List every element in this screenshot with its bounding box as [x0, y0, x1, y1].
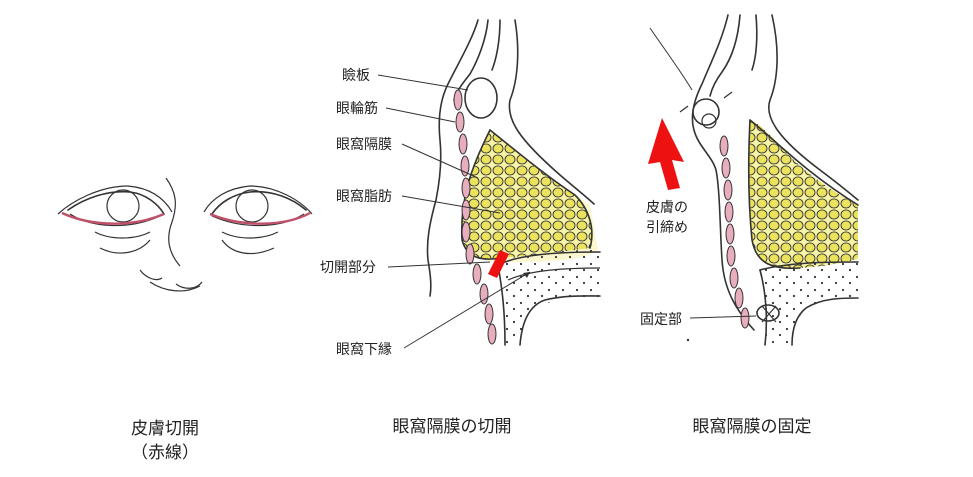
nostril-left: [139, 269, 163, 281]
left-caption-line1: 皮膚切開: [131, 419, 199, 439]
panel-middle-section: 瞼板 眼輪筋 眼窩隔膜 眼窩脂肪 切開部分 眼窩下縁 眼窩隔膜の切開: [320, 19, 601, 437]
nostril-right: [175, 281, 203, 289]
suture-upper: [692, 98, 720, 126]
tarsus-shape: [464, 77, 498, 119]
label-tarsus: 瞼板: [342, 68, 370, 84]
middle-caption: 眼窩隔膜の切開: [393, 417, 512, 437]
eye-right: [203, 185, 313, 255]
orbicularis-muscle: [453, 89, 497, 345]
label-septum: 眼窩隔膜: [336, 136, 392, 153]
fixation-knot: [756, 304, 780, 322]
eye-left: [57, 185, 173, 254]
orbicularis-muscle-right: [719, 135, 750, 329]
label-orbital-rim: 眼窩下縁: [336, 341, 392, 358]
label-skin-pull-line1: 皮膚の: [646, 200, 688, 216]
orbital-fat-right: [748, 120, 858, 269]
label-fat: 眼窩脂肪: [336, 188, 392, 205]
right-caption: 眼窩隔膜の固定: [693, 417, 812, 437]
incision-marker: [488, 250, 509, 278]
label-skin-pull-line2: 引締め: [646, 219, 688, 236]
label-incision-part: 切開部分: [320, 260, 376, 276]
skin-pull-arrow: [648, 118, 684, 190]
label-fixation: 固定部: [640, 312, 682, 328]
nose-bridge: [165, 177, 181, 267]
panel-right-section: 皮膚の 引締め 固定部 眼窩隔膜の固定: [640, 14, 859, 437]
left-caption-line2: （赤線）: [131, 443, 199, 463]
label-orbicularis: 眼輪筋: [336, 100, 378, 117]
panel-left-face: 皮膚切開 （赤線）: [57, 177, 313, 463]
